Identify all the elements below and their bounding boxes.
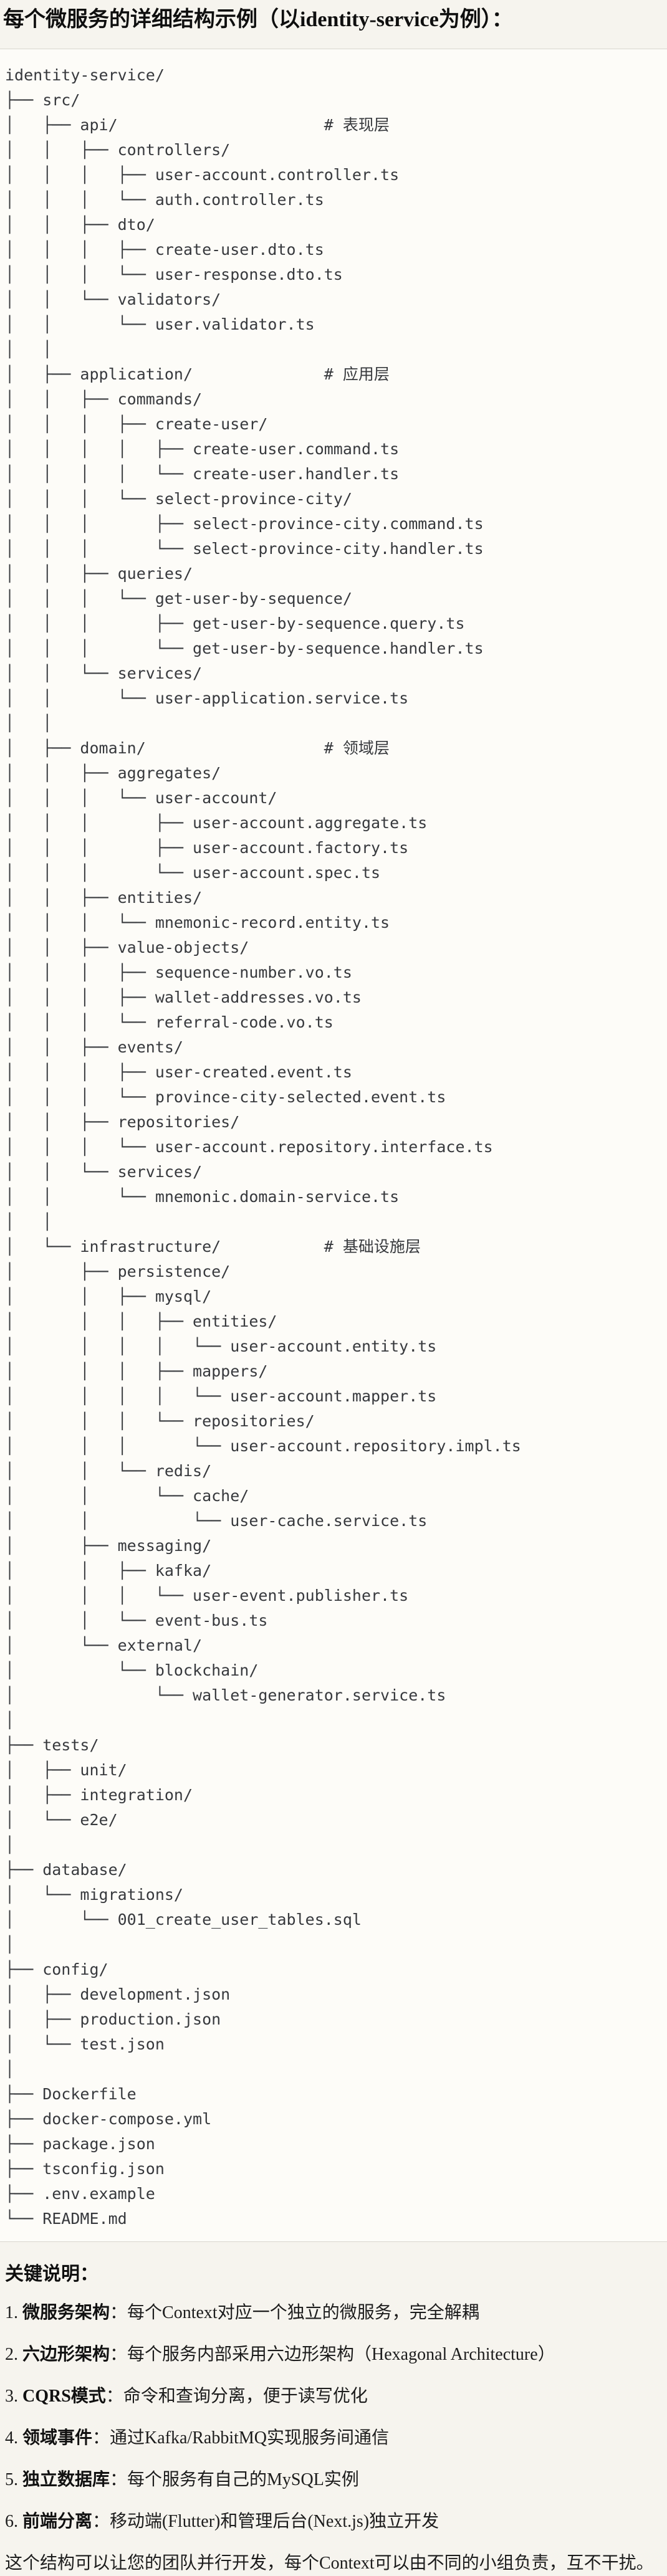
note-item: 6.前端分离：移动端(Flutter)和管理后台(Next.js)独立开发 [5,2509,662,2534]
directory-tree-code-block: identity-service/ ├── src/ │ ├── api/ # … [0,49,667,2242]
note-term: 独立数据库 [22,2470,110,2489]
note-desc: 命令和查询分离，便于读写优化 [123,2387,368,2406]
note-number: 4. [5,2428,18,2448]
note-desc: 每个服务有自己的MySQL实例 [127,2470,359,2489]
note-term: CQRS模式 [22,2387,106,2406]
note-colon: ： [110,2470,128,2489]
closing-paragraph: 这个结构可以让您的团队并行开发，每个Context可以由不同的小组负责，互不干扰… [5,2554,654,2573]
note-item: 5.独立数据库：每个服务有自己的MySQL实例 [5,2468,662,2493]
page-title: 每个微服务的详细结构示例（以identity-service为例）： [3,8,513,31]
note-term: 六边形架构 [22,2345,110,2364]
note-term: 前端分离 [22,2512,93,2531]
note-colon: ： [92,2428,110,2448]
note-number: 3. [5,2387,18,2406]
note-number: 1. [5,2303,18,2322]
note-desc: 每个Context对应一个独立的微服务，完全解耦 [127,2303,479,2322]
note-item: 4.领域事件：通过Kafka/RabbitMQ实现服务间通信 [5,2426,662,2451]
note-number: 5. [5,2470,18,2489]
note-desc: 每个服务内部采用六边形架构（Hexagonal Architecture） [127,2345,555,2364]
note-colon: ： [110,2303,128,2322]
note-number: 6. [5,2512,18,2531]
note-number: 2. [5,2345,18,2364]
note-term: 微服务架构 [22,2303,110,2322]
note-colon: ： [92,2512,110,2531]
note-colon: ： [110,2345,128,2364]
note-desc: 移动端(Flutter)和管理后台(Next.js)独立开发 [110,2512,439,2531]
note-item: 1.微服务架构：每个Context对应一个独立的微服务，完全解耦 [5,2301,662,2326]
note-item: 3.CQRS模式：命令和查询分离，便于读写优化 [5,2384,662,2409]
note-item: 2.六边形架构：每个服务内部采用六边形架构（Hexagonal Architec… [5,2342,662,2367]
note-colon: ： [105,2387,123,2406]
note-term: 领域事件 [22,2428,93,2448]
key-notes-section: 关键说明： 1.微服务架构：每个Context对应一个独立的微服务，完全解耦 2… [0,2263,667,2576]
notes-heading: 关键说明： [5,2264,98,2284]
note-desc: 通过Kafka/RabbitMQ实现服务间通信 [110,2428,389,2448]
